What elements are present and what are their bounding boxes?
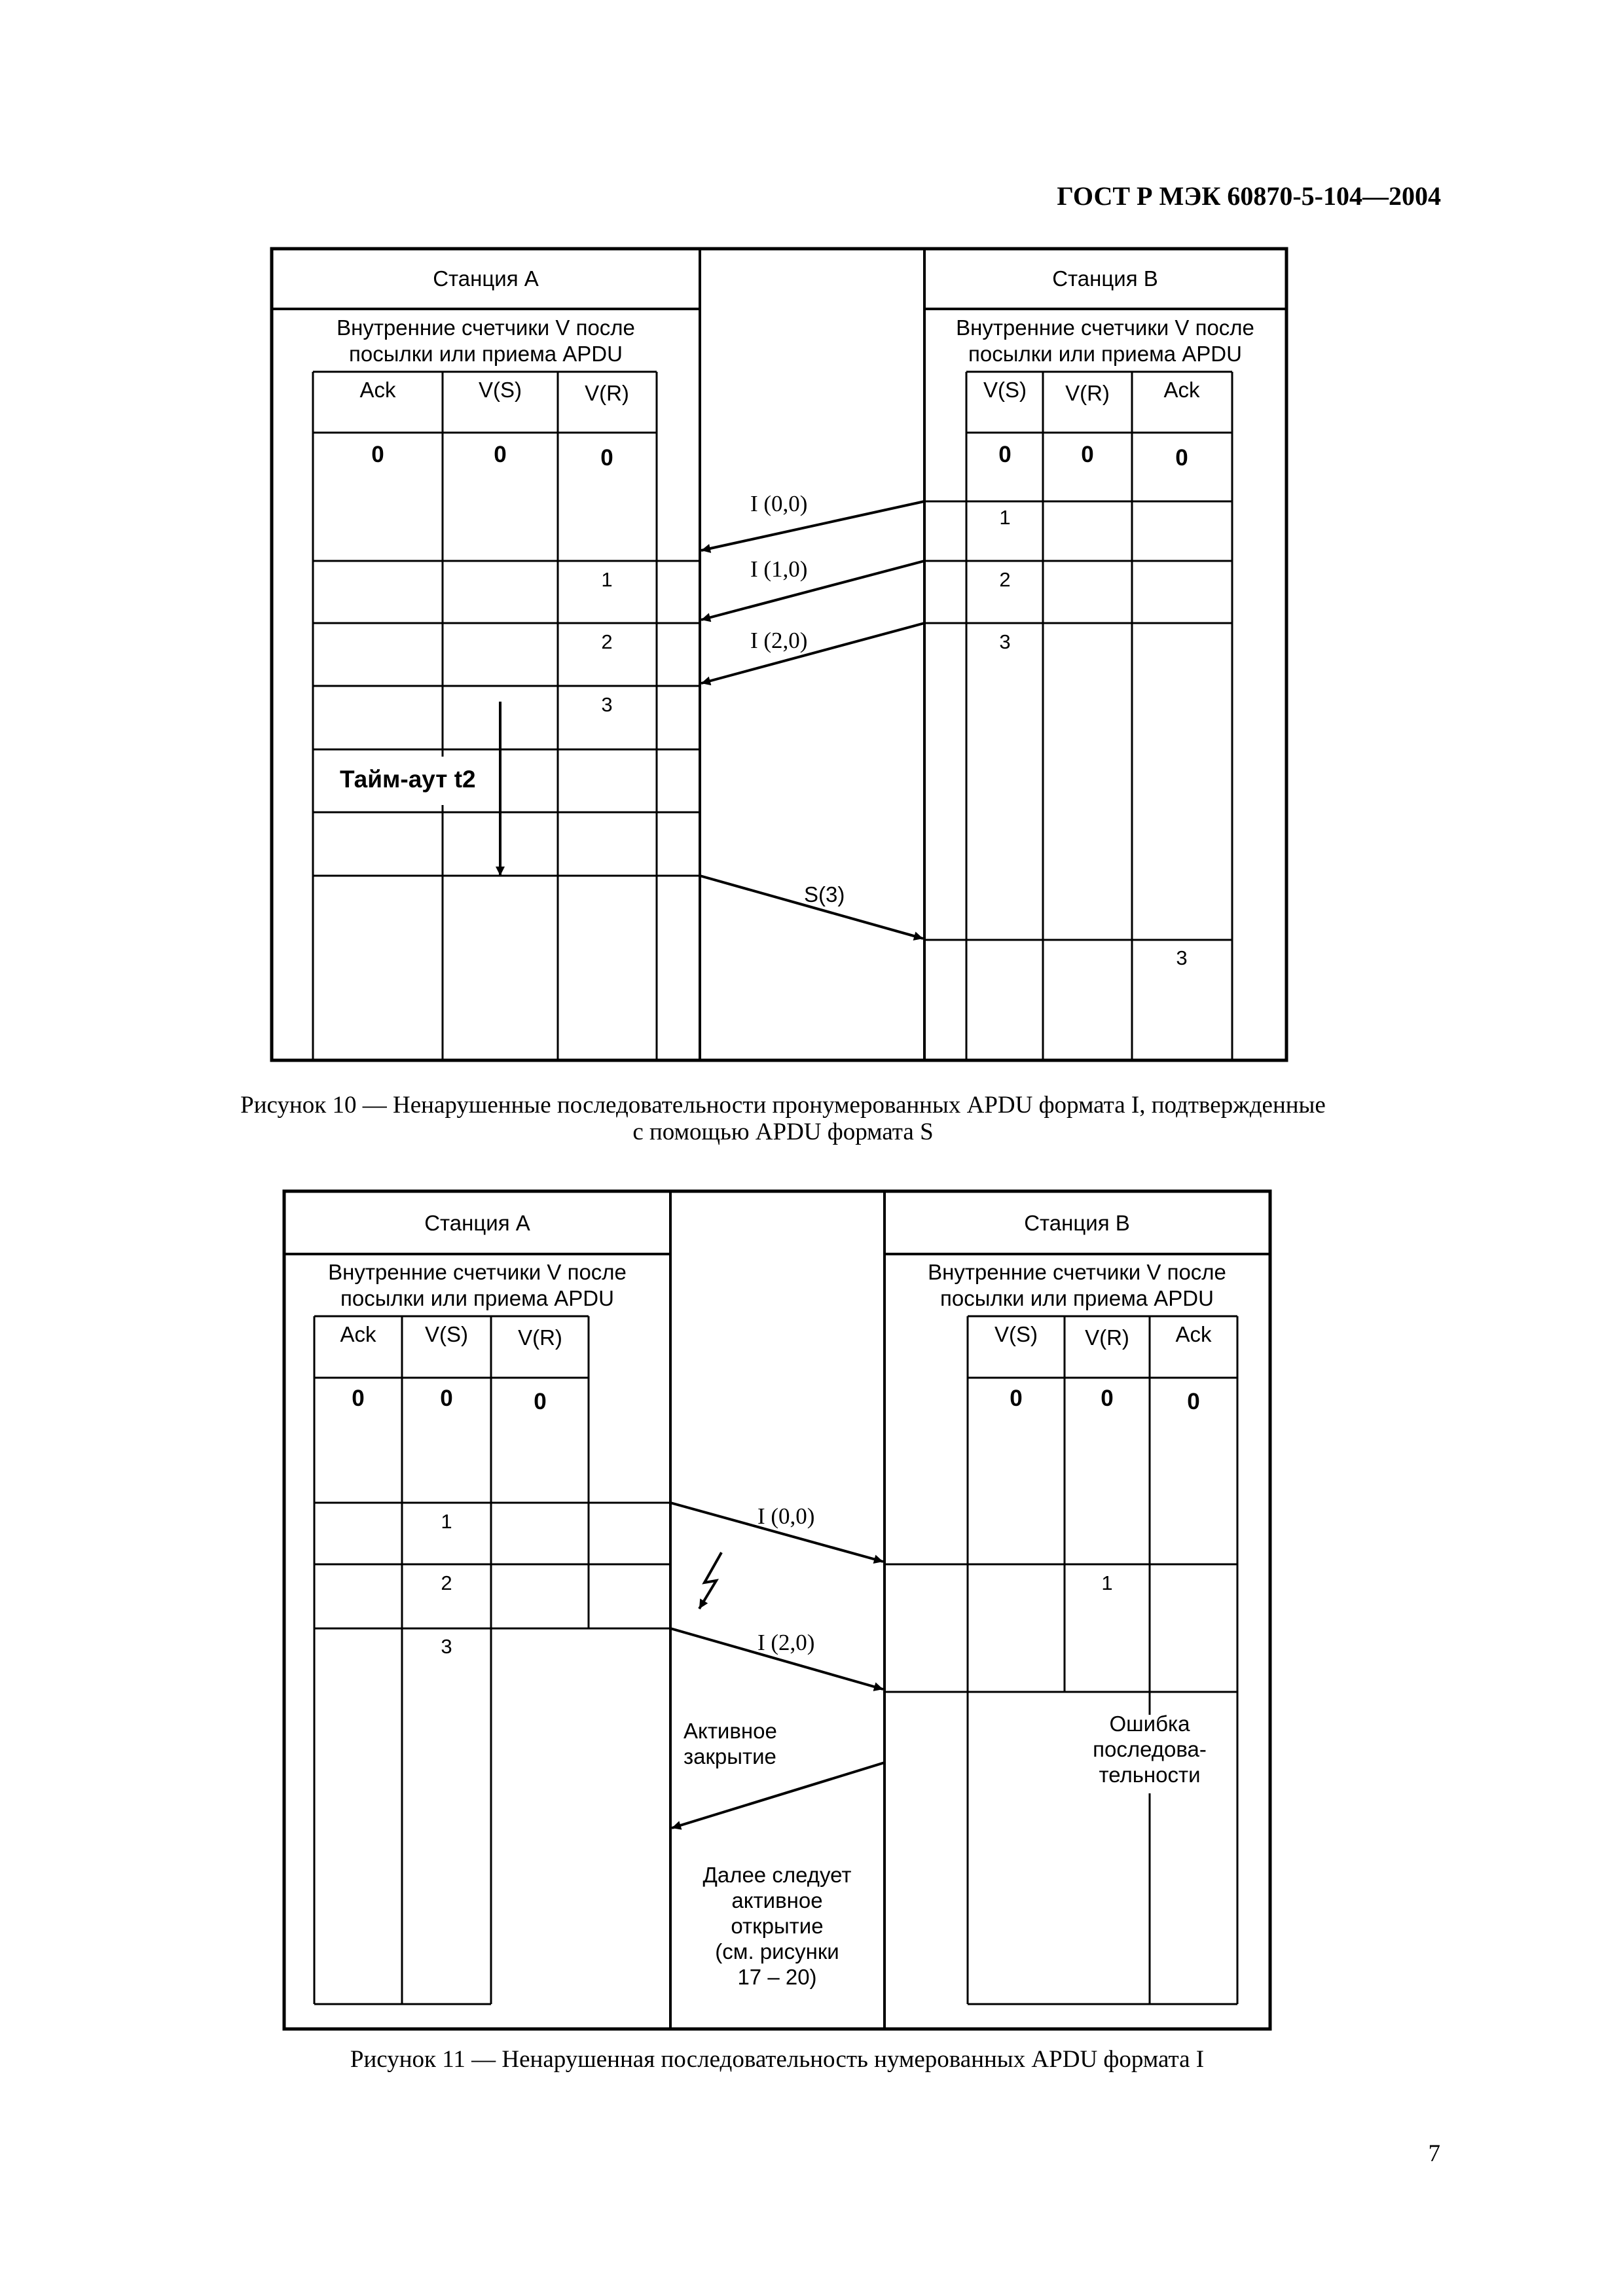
message-arrow	[701, 622, 925, 686]
station-a-title: Станция А	[433, 266, 539, 291]
message-label: I (0,0)	[757, 1503, 814, 1529]
followup-note: открытие	[731, 1914, 823, 1938]
station-a-vr-value: 0	[600, 445, 613, 471]
followup-note: 17 – 20)	[737, 1965, 816, 1989]
message-arrow	[701, 560, 925, 622]
message-label: I (2,0)	[757, 1630, 814, 1655]
active-close-label: закрытие	[684, 1744, 776, 1768]
station-b-vs-value: 0	[1010, 1386, 1022, 1411]
message-arrow	[670, 1627, 884, 1691]
station-a-vs-value: 0	[440, 1386, 452, 1411]
station-b-col-ack: Ack	[1163, 378, 1200, 402]
message-label: I (2,0)	[750, 628, 807, 653]
lightning-icon	[698, 1552, 723, 1610]
station-a-vs-value: 1	[441, 1510, 452, 1533]
page-number: 7	[1429, 2140, 1441, 2167]
station-a-vs-value: 3	[441, 1635, 452, 1658]
station-b-ack-value: 0	[1175, 445, 1188, 471]
station-b-col-ack: Ack	[1175, 1322, 1212, 1346]
station-b-counters-line2: посылки или приема APDU	[940, 1286, 1214, 1310]
station-b-vs-value: 1	[999, 506, 1010, 529]
station-b-col-vs: V(S)	[994, 1322, 1038, 1346]
station-b-vr-value: 0	[1101, 1386, 1113, 1411]
station-b-vs-value: 3	[999, 630, 1010, 653]
timeout-label-background	[314, 757, 471, 805]
sequence-error-label: последова-	[1093, 1737, 1207, 1761]
sequence-error-label: Ошибка	[1110, 1712, 1191, 1736]
active-close-label: Активное	[684, 1719, 777, 1743]
message-arrow	[670, 1501, 884, 1564]
station-b-counters-line1: Внутренние счетчики V после	[956, 315, 1254, 340]
figure-10-station-b-table	[924, 370, 1233, 1060]
station-a-vr-value: 3	[601, 693, 612, 716]
figure-10-station-a-table	[312, 370, 700, 1060]
message-arrow	[699, 874, 924, 941]
station-b-col-vr: V(R)	[1085, 1325, 1129, 1350]
sequence-error-label: тельности	[1099, 1763, 1200, 1787]
document-header-id: ГОСТ Р МЭК 60870-5-104—2004	[1057, 181, 1441, 211]
station-a-vr-value: 0	[534, 1389, 546, 1414]
station-a-ack-value: 0	[371, 442, 384, 467]
station-b-counters-line2: посылки или приема APDU	[968, 342, 1242, 366]
station-a-col-ack: Ack	[359, 378, 396, 402]
figure-11-station-b-table	[884, 1315, 1239, 2005]
figure-10-caption-line2: с помощью APDU формата S	[632, 1119, 933, 1145]
station-a-counters-line1: Внутренние счетчики V после	[328, 1260, 627, 1284]
timeout-label: Тайм-аут t2	[340, 766, 476, 793]
station-b-ack-value: 3	[1176, 946, 1187, 969]
station-a-col-ack: Ack	[340, 1322, 376, 1346]
active-close-arrow	[671, 1761, 885, 1830]
station-b-vr-value: 1	[1101, 1571, 1112, 1594]
message-label: I (1,0)	[750, 556, 807, 582]
figure-10: Станция А Внутренние счетчики V после по…	[240, 247, 1326, 1145]
message-label: S(3)	[804, 882, 845, 906]
station-a-counters-line2: посылки или приема APDU	[349, 342, 623, 366]
station-b-col-vs: V(S)	[983, 378, 1027, 402]
station-b-title: Станция В	[1024, 1211, 1130, 1235]
figure-11-frame	[282, 1189, 1272, 2031]
figure-11-station-a-table	[313, 1315, 670, 2005]
station-a-counters-line2: посылки или приема APDU	[340, 1286, 614, 1310]
message-arrow	[701, 500, 925, 553]
station-a-col-vr: V(R)	[518, 1325, 562, 1350]
station-a-col-vs: V(S)	[425, 1322, 468, 1346]
followup-note: Далее следует	[703, 1863, 852, 1887]
station-a-ack-value: 0	[352, 1386, 364, 1411]
station-b-ack-value: 0	[1187, 1389, 1199, 1414]
station-a-vs-value: 0	[494, 442, 506, 467]
station-b-vs-value: 2	[999, 568, 1010, 591]
station-a-vr-value: 1	[601, 568, 612, 591]
station-b-col-vr: V(R)	[1065, 381, 1110, 405]
figure-10-frame	[270, 247, 1288, 1062]
figure-11-caption: Рисунок 11 — Ненарушенная последовательн…	[350, 2046, 1204, 2073]
station-a-col-vs: V(S)	[479, 378, 522, 402]
followup-note: (см. рисунки	[715, 1939, 839, 1964]
figure-10-caption-line1: Рисунок 10 — Ненарушенные последовательн…	[240, 1092, 1326, 1119]
followup-note: активное	[731, 1888, 822, 1912]
station-a-counters-line1: Внутренние счетчики V после	[337, 315, 635, 340]
station-b-title: Станция В	[1052, 266, 1158, 291]
station-a-vr-value: 2	[601, 630, 612, 653]
message-label: I (0,0)	[750, 491, 807, 516]
station-b-counters-line1: Внутренние счетчики V после	[928, 1260, 1226, 1284]
station-a-vs-value: 2	[441, 1571, 452, 1594]
station-a-col-vr: V(R)	[585, 381, 629, 405]
station-b-vr-value: 0	[1081, 442, 1093, 467]
station-b-vs-value: 0	[998, 442, 1011, 467]
figure-11: Станция А Внутренние счетчики V после по…	[282, 1189, 1272, 2073]
station-a-title: Станция А	[424, 1211, 530, 1235]
